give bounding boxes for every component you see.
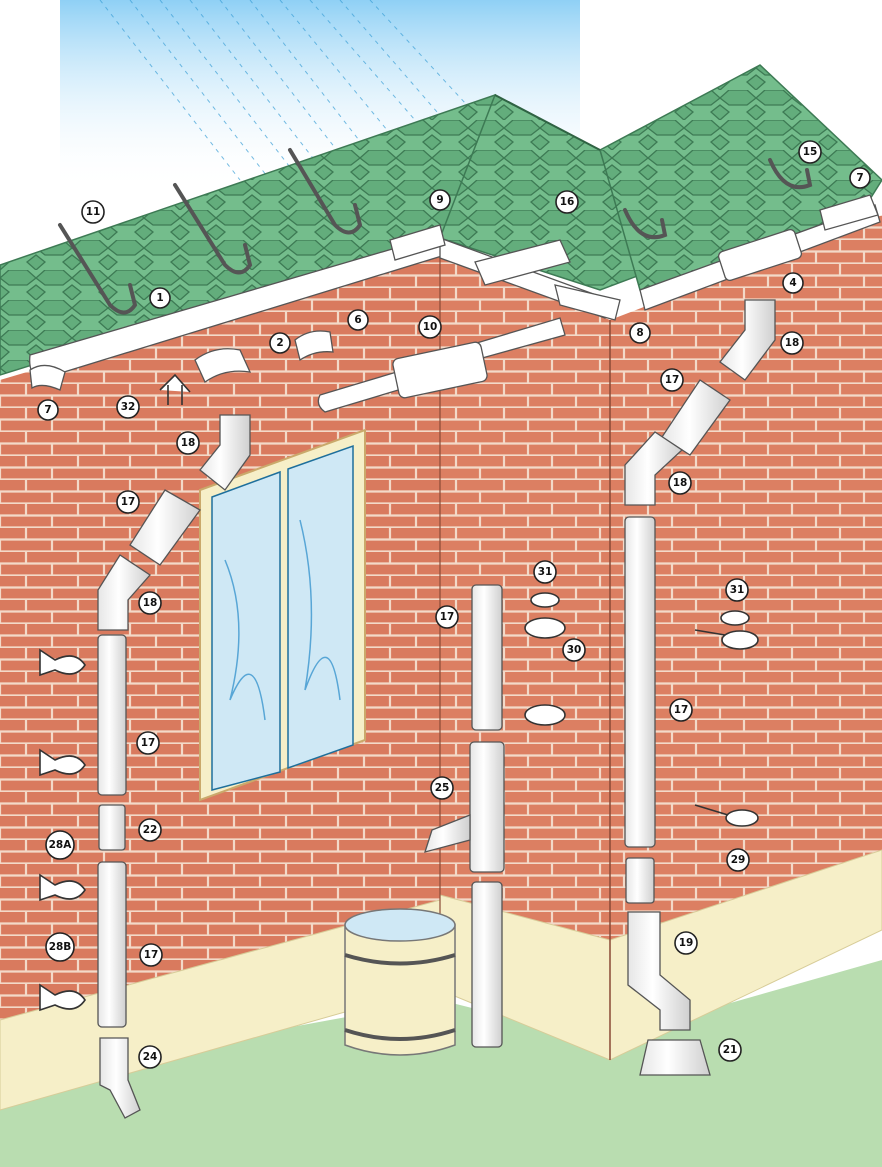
- svg-text:31: 31: [538, 566, 553, 578]
- callout-29: 29: [727, 849, 749, 871]
- svg-text:32: 32: [121, 401, 136, 413]
- callout-21: 21: [719, 1039, 741, 1061]
- svg-text:21: 21: [723, 1044, 738, 1056]
- svg-text:2: 2: [276, 337, 283, 349]
- svg-text:16: 16: [560, 196, 575, 208]
- svg-text:31: 31: [730, 584, 745, 596]
- svg-text:17: 17: [674, 704, 689, 716]
- svg-text:17: 17: [144, 949, 159, 961]
- svg-text:17: 17: [665, 374, 680, 386]
- svg-text:19: 19: [679, 937, 694, 949]
- svg-text:30: 30: [567, 644, 582, 656]
- svg-text:17: 17: [141, 737, 156, 749]
- svg-text:17: 17: [121, 496, 136, 508]
- svg-text:29: 29: [731, 854, 746, 866]
- svg-text:28B: 28B: [49, 941, 72, 953]
- callout-18-a: 18: [177, 432, 199, 454]
- callout-15: 15: [799, 141, 821, 163]
- callout-17-b: 17: [137, 732, 159, 754]
- callout-17-e: 17: [661, 369, 683, 391]
- callout-18-b: 18: [139, 592, 161, 614]
- svg-text:9: 9: [436, 194, 443, 206]
- svg-text:10: 10: [423, 321, 438, 333]
- callout-19: 19: [675, 932, 697, 954]
- svg-text:18: 18: [143, 597, 158, 609]
- callout-30: 30: [563, 639, 585, 661]
- callout-24: 24: [139, 1046, 161, 1068]
- callout-16: 16: [556, 191, 578, 213]
- svg-text:11: 11: [86, 206, 101, 218]
- svg-text:25: 25: [435, 782, 450, 794]
- svg-text:22: 22: [143, 824, 158, 836]
- svg-text:7: 7: [856, 172, 863, 184]
- callout-17-c: 17: [140, 944, 162, 966]
- svg-text:24: 24: [143, 1051, 158, 1063]
- svg-text:1: 1: [156, 292, 163, 304]
- callout-11: 11: [82, 201, 104, 223]
- svg-text:6: 6: [354, 314, 361, 326]
- svg-text:7: 7: [44, 404, 51, 416]
- callout-9: 9: [430, 190, 450, 210]
- callout-17-f: 17: [670, 699, 692, 721]
- callout-22: 22: [139, 819, 161, 841]
- callout-8: 8: [630, 323, 650, 343]
- callout-7-left: 7: [38, 400, 58, 420]
- callout-2: 2: [270, 333, 290, 353]
- callout-31-b: 31: [726, 579, 748, 601]
- svg-text:18: 18: [181, 437, 196, 449]
- callout-6: 6: [348, 310, 368, 330]
- callout-17-d: 17: [436, 606, 458, 628]
- callout-18-d: 18: [669, 472, 691, 494]
- callout-28a: 28A: [46, 831, 74, 859]
- callout-28b: 28B: [46, 933, 74, 961]
- callout-4: 4: [783, 273, 803, 293]
- svg-text:18: 18: [785, 337, 800, 349]
- svg-text:18: 18: [673, 477, 688, 489]
- rainwater-barrel: [345, 909, 455, 1055]
- svg-text:15: 15: [803, 146, 818, 158]
- svg-text:4: 4: [789, 277, 796, 289]
- callout-7-right: 7: [850, 168, 870, 188]
- svg-text:8: 8: [636, 327, 643, 339]
- svg-text:17: 17: [440, 611, 455, 623]
- callout-31-a: 31: [534, 561, 556, 583]
- callout-10: 10: [419, 316, 441, 338]
- callout-18-c: 18: [781, 332, 803, 354]
- callout-25: 25: [431, 777, 453, 799]
- callout-17-a: 17: [117, 491, 139, 513]
- callout-1: 1: [150, 288, 170, 308]
- svg-text:28A: 28A: [49, 839, 73, 851]
- callout-32: 32: [117, 396, 139, 418]
